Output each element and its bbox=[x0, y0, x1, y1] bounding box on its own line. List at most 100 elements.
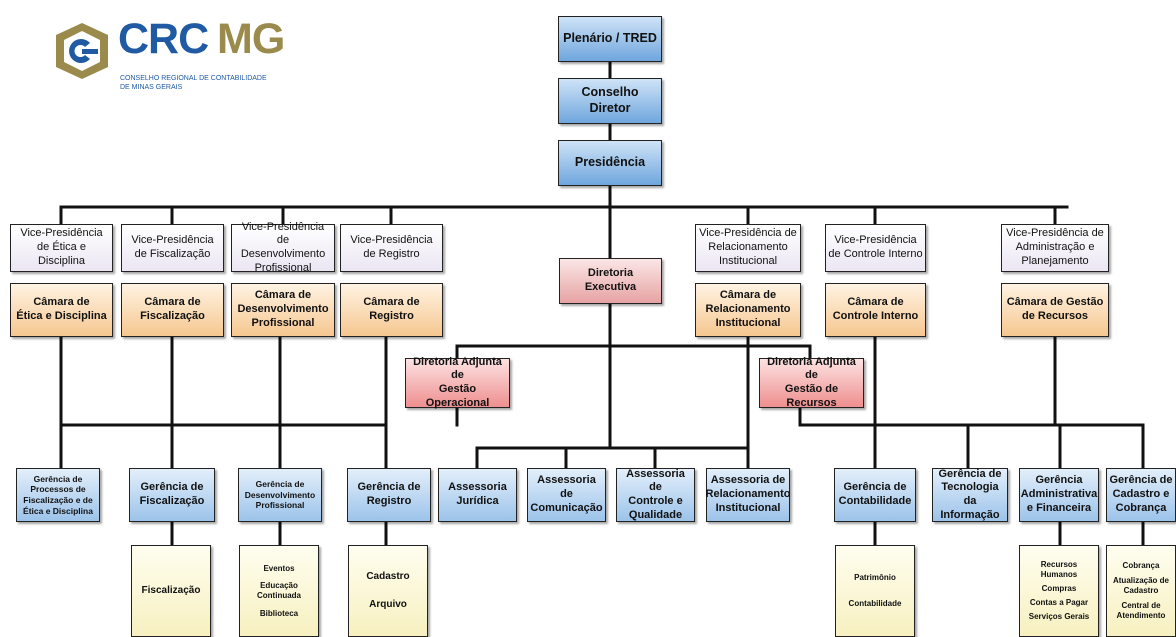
node-label: de Recursos bbox=[1021, 310, 1089, 322]
node-label: Institucional bbox=[715, 316, 781, 329]
node-vp-relacionamento: Vice-Presidência de Relacionamento Insti… bbox=[695, 224, 801, 272]
node-vp-controle: Vice-Presidência de Controle Interno bbox=[825, 224, 926, 272]
node-label: Desenvolvimento bbox=[244, 489, 316, 500]
node-label: de Controle Interno bbox=[828, 248, 923, 260]
node-label: Gerência de bbox=[843, 481, 907, 494]
node-gerencia-processos: Gerência de Processos de Fiscalização e … bbox=[16, 468, 100, 522]
node-label: de Registro bbox=[363, 248, 420, 260]
logo-brand-mg: MG bbox=[217, 15, 285, 63]
node-label: Controle Interno bbox=[832, 310, 919, 322]
logo-subtitle-line2: DE MINAS GERAIS bbox=[120, 84, 183, 91]
node-camara-registro: Câmara de Registro bbox=[340, 283, 443, 337]
node-label: Plenário / TRED bbox=[563, 31, 657, 46]
node-label: Ética e Disciplina bbox=[23, 505, 93, 516]
detail-administrativa: Recursos Humanos Compras Contas a Pagar … bbox=[1019, 545, 1099, 637]
node-label: Relacionamento bbox=[708, 241, 788, 254]
node-label: Câmara de bbox=[363, 296, 420, 309]
node-label: Gerência de bbox=[1109, 474, 1173, 487]
detail-item: Eventos bbox=[263, 563, 295, 573]
node-label: de Desenvolvimento bbox=[240, 234, 326, 260]
node-label: Informação bbox=[940, 508, 1000, 521]
detail-item: Contabilidade bbox=[848, 599, 902, 609]
node-label: Cobrança bbox=[1115, 501, 1167, 514]
node-label: Qualidade bbox=[628, 508, 683, 521]
node-plenario: Plenário / TRED bbox=[558, 16, 662, 62]
node-label: Gestão de Recursos bbox=[784, 383, 839, 409]
node-label: Gerência de bbox=[255, 479, 305, 490]
node-label: Institucional bbox=[718, 254, 778, 267]
detail-registro: Cadastro Arquivo bbox=[348, 545, 428, 637]
node-diretoria-executiva: Diretoria Executiva bbox=[559, 258, 662, 304]
detail-contabilidade: Patrimônio Contabilidade bbox=[835, 545, 915, 637]
node-camara-etica: Câmara de Ética e Disciplina bbox=[10, 283, 113, 337]
node-label: Gestão Operacional bbox=[425, 383, 490, 409]
node-gerencia-desenvolvimento: Gerência de Desenvolvimento Profissional bbox=[238, 468, 322, 522]
node-assessoria-juridica: Assessoria Jurídica bbox=[438, 468, 517, 522]
node-label: Gerência de bbox=[938, 467, 1002, 480]
node-label: Gerência bbox=[1035, 474, 1083, 487]
node-gerencia-registro: Gerência de Registro bbox=[347, 468, 431, 522]
node-label: Vice-Presidência de bbox=[1006, 227, 1104, 240]
node-label: Desenvolvimento bbox=[237, 303, 329, 316]
node-label: Tecnologia da bbox=[941, 481, 999, 507]
node-assessoria-relacionamento: Assessoria de Relacionamento Institucion… bbox=[706, 468, 790, 522]
node-label: Executiva bbox=[584, 281, 637, 293]
node-label: Jurídica bbox=[456, 495, 499, 507]
detail-item: Arquivo bbox=[369, 598, 407, 610]
node-label: Fiscalização e de bbox=[23, 495, 93, 505]
node-diretoria-adjunta-operacional: Diretoria Adjunta de Gestão Operacional bbox=[405, 355, 510, 409]
node-label: Assessoria de bbox=[626, 467, 685, 494]
node-gerencia-administrativa: Gerência Administrativa e Financeira bbox=[1019, 468, 1099, 522]
logo-subtitle-line1: CONSELHO REGIONAL DE CONTABILIDADE bbox=[120, 75, 267, 82]
node-assessoria-controle: Assessoria de Controle e Qualidade bbox=[616, 468, 695, 522]
node-label: Registro bbox=[366, 495, 412, 507]
node-presidencia: Presidência bbox=[558, 140, 662, 186]
detail-item: Cadastro bbox=[366, 571, 410, 582]
node-label: Profissional bbox=[251, 316, 315, 329]
node-label: Diretoria bbox=[587, 267, 634, 280]
node-conselho-diretor: Conselho Diretor bbox=[558, 78, 662, 124]
node-gerencia-fiscalizacao: Gerência de Fiscalização bbox=[129, 468, 215, 522]
node-label: Fiscalização bbox=[139, 495, 205, 507]
node-label: Vice-Presidência de bbox=[699, 227, 797, 240]
node-label: Câmara de bbox=[719, 289, 777, 302]
node-label: Processos de bbox=[30, 484, 86, 495]
node-label: Vice-Presidência bbox=[350, 234, 433, 247]
detail-item: Atualização de Cadastro bbox=[1112, 576, 1169, 595]
node-label: Câmara de bbox=[847, 296, 904, 309]
node-label: Comunicação bbox=[530, 501, 603, 514]
node-label: Relacionamento bbox=[705, 488, 791, 501]
node-label: e Financeira bbox=[1026, 501, 1092, 514]
node-label: Cadastro e bbox=[1112, 488, 1170, 501]
node-vp-fiscalizacao: Vice-Presidência de Fiscalização bbox=[121, 224, 224, 272]
node-label: Câmara de bbox=[144, 296, 201, 309]
detail-item: Cobrança bbox=[1122, 561, 1160, 570]
node-label: Câmara de bbox=[33, 296, 90, 309]
node-diretoria-adjunta-recursos: Diretoria Adjunta de Gestão de Recursos bbox=[759, 355, 864, 409]
node-label: Conselho Diretor bbox=[581, 85, 639, 115]
detail-item: Contas a Pagar bbox=[1029, 598, 1089, 607]
node-label: Controle e bbox=[628, 495, 683, 507]
node-label: Institucional bbox=[715, 501, 781, 514]
node-assessoria-comunicacao: Assessoria de Comunicação bbox=[527, 468, 606, 522]
node-camara-fiscalizacao: Câmara de Fiscalização bbox=[121, 283, 224, 337]
node-camara-recursos: Câmara de Gestão de Recursos bbox=[1001, 283, 1109, 337]
node-label: Gerência de bbox=[357, 481, 421, 494]
node-label: Gerência de bbox=[140, 481, 204, 494]
node-label: Administrativa bbox=[1020, 488, 1098, 501]
node-label: Diretoria Adjunta de bbox=[413, 355, 502, 382]
node-gerencia-cadastro: Gerência de Cadastro e Cobrança bbox=[1106, 468, 1176, 522]
node-gerencia-contabilidade: Gerência de Contabilidade bbox=[834, 468, 916, 522]
node-label: de Fiscalização bbox=[134, 248, 211, 260]
node-label: Diretoria Adjunta de bbox=[767, 355, 856, 382]
node-label: Planejamento bbox=[1021, 254, 1089, 267]
node-label: Fiscalização bbox=[140, 310, 205, 322]
node-camara-relacionamento: Câmara de Relacionamento Institucional bbox=[695, 283, 801, 337]
node-vp-administracao: Vice-Presidência de Administração e Plan… bbox=[1001, 224, 1109, 272]
node-camara-controle: Câmara de Controle Interno bbox=[825, 283, 926, 337]
detail-desenvolvimento: Eventos Educação Continuada Biblioteca bbox=[239, 545, 319, 637]
detail-item: Fiscalização bbox=[141, 584, 201, 596]
node-label: Contabilidade bbox=[838, 495, 912, 507]
detail-fiscalizacao: Fiscalização bbox=[131, 545, 211, 637]
